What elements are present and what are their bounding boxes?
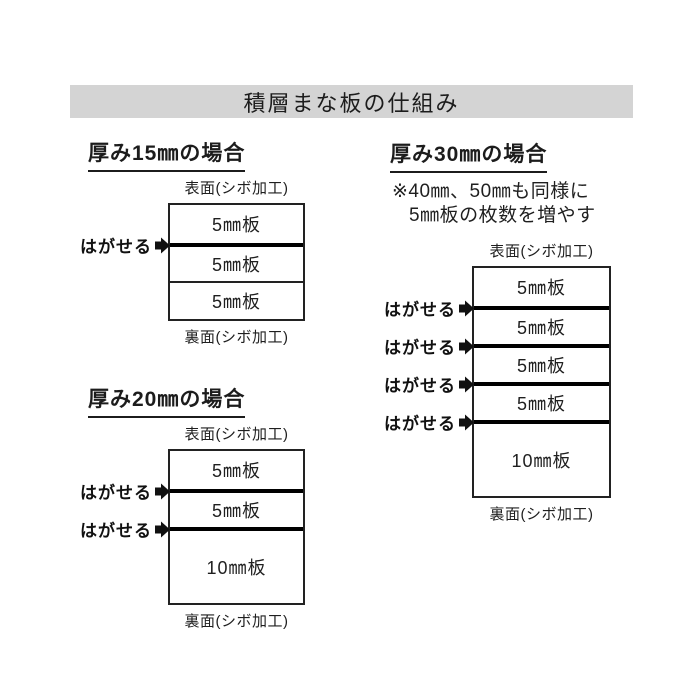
arrow-head: [465, 338, 474, 354]
peel-label: はがせる: [384, 300, 456, 320]
section-title-15mm: 厚み15㎜の場合: [88, 137, 246, 172]
board-layer: 5㎜板: [474, 382, 609, 420]
peel-annotation: はがせる: [384, 296, 474, 321]
layer-thickness-label: 5㎜板: [516, 278, 566, 298]
surface-label: 表面(シボ加工): [184, 180, 289, 197]
board-layer: 5㎜板: [170, 205, 303, 243]
peel-annotation: はがせる: [384, 410, 474, 435]
layer-thickness-label: 5㎜板: [211, 461, 261, 481]
section-title-30mm: 厚み30㎜の場合: [390, 138, 548, 173]
section-note-30mm: ※40㎜、50㎜も同様に 5㎜板の枚数を増やす: [392, 180, 596, 228]
layer-thickness-label: 5㎜板: [516, 318, 566, 338]
arrow-head: [161, 521, 170, 537]
board-layer: 5㎜板: [170, 489, 303, 527]
board-layer: 5㎜板: [170, 451, 303, 489]
surface-label: 表面(シボ加工): [489, 243, 594, 260]
layer-thickness-label: 5㎜板: [516, 356, 566, 376]
right-arrow-icon: [459, 300, 474, 316]
section-title-20mm: 厚み20㎜の場合: [88, 383, 246, 418]
arrow-stem: [155, 241, 161, 249]
board-layer: 5㎜板: [474, 344, 609, 382]
peel-label: はがせる: [80, 483, 152, 503]
arrow-stem: [459, 342, 465, 350]
layer-thickness-label: 10㎜板: [206, 558, 267, 578]
peel-annotation: はがせる: [80, 479, 170, 504]
board-layer: 5㎜板: [170, 281, 303, 319]
arrow-stem: [155, 525, 161, 533]
board-layer: 10㎜板: [474, 420, 609, 496]
note-line-1: ※40㎜、50㎜も同様に: [392, 181, 590, 202]
peel-label: はがせる: [384, 338, 456, 358]
peel-annotation: はがせる: [384, 334, 474, 359]
board-layer: 5㎜板: [170, 243, 303, 281]
note-line-2: 5㎜板の枚数を増やす: [409, 204, 596, 226]
peel-label: はがせる: [384, 376, 456, 396]
peel-annotation: はがせる: [80, 517, 170, 542]
layer-thickness-label: 5㎜板: [516, 394, 566, 414]
right-arrow-icon: [459, 414, 474, 430]
peel-label: はがせる: [80, 521, 152, 541]
back-label: 裏面(シボ加工): [489, 506, 594, 523]
layer-thickness-label: 5㎜板: [211, 215, 261, 235]
right-arrow-icon: [155, 521, 170, 537]
arrow-head: [465, 376, 474, 392]
arrow-head: [465, 414, 474, 430]
right-arrow-icon: [459, 376, 474, 392]
back-label: 裏面(シボ加工): [184, 329, 289, 346]
arrow-stem: [459, 418, 465, 426]
board-layer: 10㎜板: [170, 527, 303, 603]
page-title: 積層まな板の仕組み: [243, 90, 460, 116]
peel-annotation: はがせる: [384, 372, 474, 397]
arrow-head: [465, 300, 474, 316]
right-arrow-icon: [155, 483, 170, 499]
right-arrow-icon: [155, 237, 170, 253]
arrow-stem: [459, 380, 465, 388]
layer-thickness-label: 5㎜板: [211, 255, 261, 275]
arrow-head: [161, 237, 170, 253]
arrow-head: [161, 483, 170, 499]
layer-thickness-label: 10㎜板: [511, 451, 572, 471]
layer-thickness-label: 5㎜板: [211, 292, 261, 312]
right-arrow-icon: [459, 338, 474, 354]
peel-label: はがせる: [384, 414, 456, 434]
arrow-stem: [459, 304, 465, 312]
surface-label: 表面(シボ加工): [184, 426, 289, 443]
peel-label: はがせる: [80, 237, 152, 257]
header-bar: 積層まな板の仕組み: [70, 85, 633, 118]
board-layer: 5㎜板: [474, 306, 609, 344]
back-label: 裏面(シボ加工): [184, 613, 289, 630]
board-layer: 5㎜板: [474, 268, 609, 306]
layer-thickness-label: 5㎜板: [211, 501, 261, 521]
arrow-stem: [155, 487, 161, 495]
peel-annotation: はがせる: [80, 233, 170, 258]
